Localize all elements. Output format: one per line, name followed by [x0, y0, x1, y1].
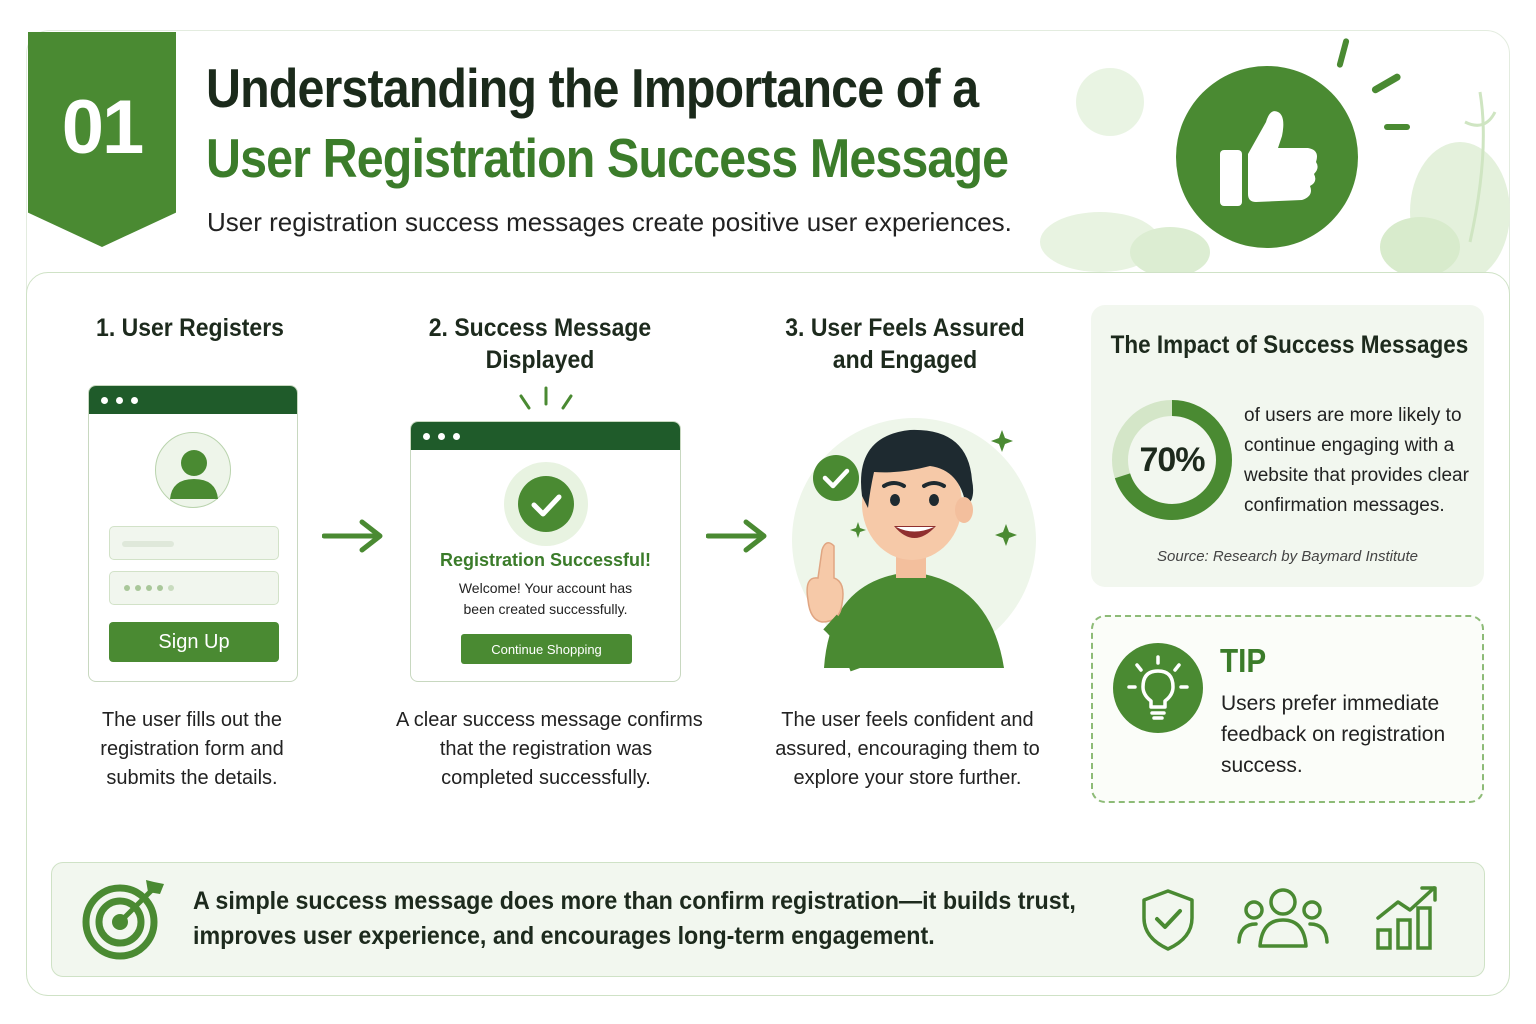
step-1-desc-line: submits the details. — [106, 767, 278, 789]
impact-text-line: website that provides clear — [1244, 465, 1469, 486]
page-title-line2: User Registration Success Message — [206, 127, 1009, 189]
success-check-icon — [504, 462, 588, 546]
sign-up-button[interactable]: Sign Up — [109, 622, 279, 662]
badge-number: 01 — [61, 85, 145, 170]
percentage-donut — [1112, 400, 1232, 520]
summary-banner — [51, 862, 1485, 977]
banner-text-line: A simple success message does more than … — [193, 887, 1076, 915]
step-3-title-line: 3. User Feels Assured — [785, 314, 1025, 342]
target-icon — [82, 880, 164, 960]
step-1-desc-line: registration form and — [100, 738, 284, 760]
decorative-foliage — [1040, 32, 1510, 272]
window-titlebar — [89, 386, 297, 414]
step-2-desc-line: completed successfully. — [441, 767, 651, 789]
growth-chart-icon — [1376, 886, 1437, 950]
impact-card: The Impact of Success Messages — [1091, 305, 1484, 587]
page-title-line1: Understanding the Importance of a — [206, 57, 979, 119]
attention-rays-icon — [519, 386, 573, 410]
password-field[interactable] — [109, 571, 279, 605]
tip-text-line: success. — [1221, 754, 1303, 777]
step-2-desc-line: that the registration was — [439, 738, 653, 760]
step-2-title-line: 2. Success Message — [428, 314, 652, 342]
step-1-title-line: 1. User Registers — [96, 314, 284, 342]
impact-text-line: of users are more likely to — [1244, 405, 1462, 426]
impact-title: The Impact of Success Messages — [1110, 331, 1469, 359]
step-3-title-line: and Engaged — [832, 346, 978, 374]
happy-user-illustration — [792, 418, 1036, 672]
thumbs-up-badge — [1176, 66, 1358, 248]
users-icon — [1237, 888, 1329, 948]
section-number-badge: 01 — [28, 32, 176, 247]
success-message-line: been created successfully. — [463, 601, 628, 617]
banner-text-line: improves user experience, and encourages… — [193, 922, 935, 950]
success-message-line: Welcome! Your account has — [458, 580, 633, 596]
step-1-description: The user fills out the registration form… — [72, 706, 312, 793]
lightbulb-icon — [1113, 643, 1203, 733]
tip-text: Users prefer immediate feedback on regis… — [1221, 688, 1445, 781]
impact-text-line: continue engaging with a — [1244, 435, 1455, 456]
step-3-description: The user feels confident and assured, en… — [760, 706, 1055, 793]
arrow-right-icon — [322, 519, 383, 553]
tip-text-line: feedback on registration — [1221, 723, 1446, 746]
continue-shopping-button[interactable]: Continue Shopping — [461, 634, 632, 664]
step-3-desc-line: explore your store further. — [793, 767, 1022, 789]
step-3-desc-line: The user feels confident and — [781, 709, 1034, 731]
step-1-title: 1. User Registers — [80, 312, 301, 344]
shield-check-icon — [1142, 889, 1194, 951]
step-2-title-line: Displayed — [485, 346, 595, 374]
tip-text-line: Users prefer immediate — [1221, 692, 1440, 715]
success-message-mock: Registration Successful! Welcome! Your a… — [410, 421, 681, 682]
thumbs-up-icon — [1220, 111, 1318, 206]
banner-text: A simple success message does more than … — [193, 884, 1142, 954]
user-avatar-icon — [155, 432, 231, 508]
tip-heading: TIP — [1220, 642, 1267, 679]
registration-form-mock: Sign Up — [88, 385, 298, 682]
page-subtitle: User registration success messages creat… — [207, 207, 1012, 237]
donut-fill — [1112, 400, 1232, 520]
step-2-description: A clear success message confirms that th… — [396, 706, 703, 793]
step-1-desc-line: The user fills out the — [101, 709, 283, 731]
impact-percent: 70% — [1139, 441, 1205, 479]
impact-text: of users are more likely to continue eng… — [1244, 401, 1484, 521]
arrow-right-icon — [706, 519, 767, 553]
step-2-title: 2. Success Message Displayed — [411, 312, 669, 376]
step-2-desc-line: A clear success message confirms — [396, 709, 703, 731]
window-titlebar — [411, 422, 680, 450]
impact-text-line: confirmation messages. — [1244, 495, 1445, 516]
name-field[interactable] — [109, 526, 279, 560]
success-title: Registration Successful! — [439, 550, 652, 570]
step-3-desc-line: assured, encouraging them to — [775, 738, 1040, 760]
impact-source: Source: Research by Baymard Institute — [1157, 548, 1418, 565]
step-3-title: 3. User Feels Assured and Engaged — [781, 312, 1029, 376]
